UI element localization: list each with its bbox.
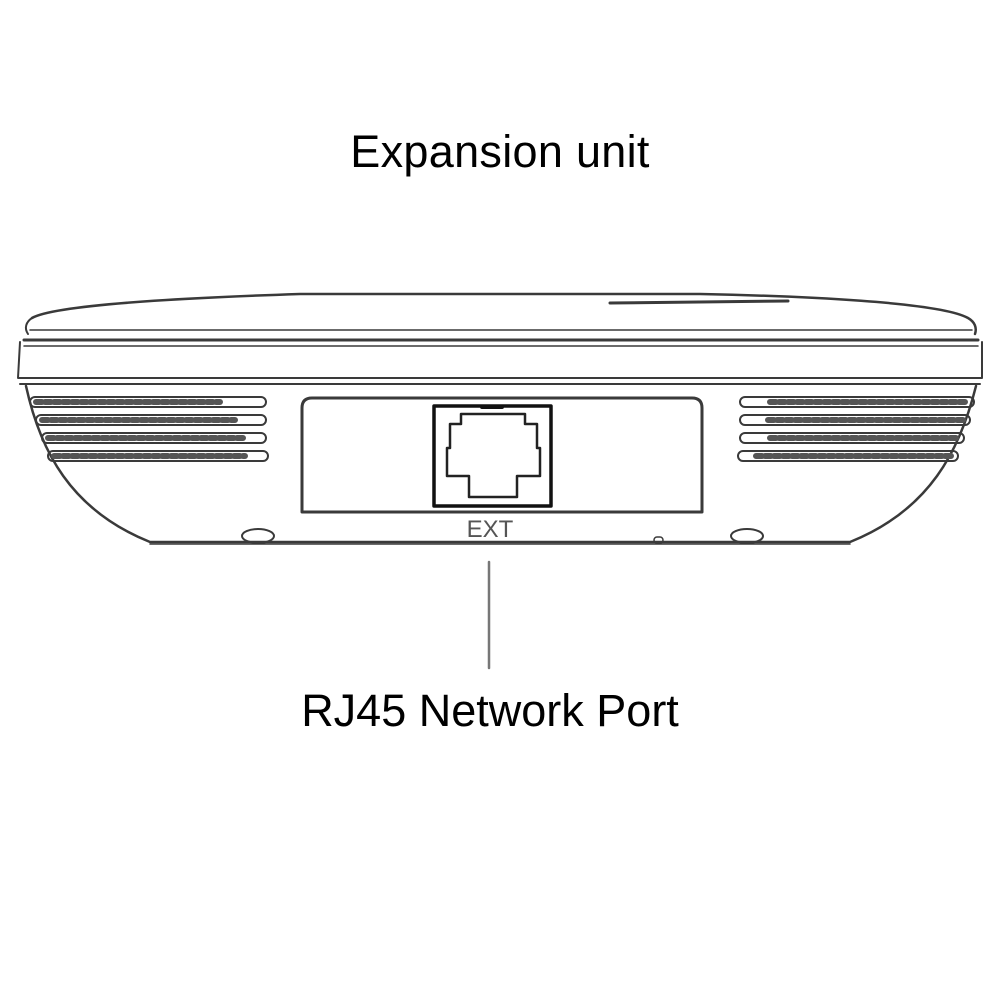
ext-port	[432, 404, 553, 508]
port-recess-panel	[300, 396, 704, 514]
callout-label: RJ45 Network Port	[301, 685, 679, 736]
device-shell	[24, 384, 978, 544]
left-vent-grille	[29, 396, 269, 462]
device-band	[17, 341, 983, 379]
device-lid	[30, 292, 977, 336]
right-vent-grille	[737, 396, 975, 462]
left-foot	[241, 528, 275, 544]
indicator-hole	[653, 536, 664, 544]
right-foot	[730, 528, 764, 544]
diagram-title: Expansion unit	[350, 126, 650, 177]
ext-port-label: EXT	[466, 516, 514, 543]
callout-rj45-network-port: RJ45 Network Port	[0, 683, 980, 739]
